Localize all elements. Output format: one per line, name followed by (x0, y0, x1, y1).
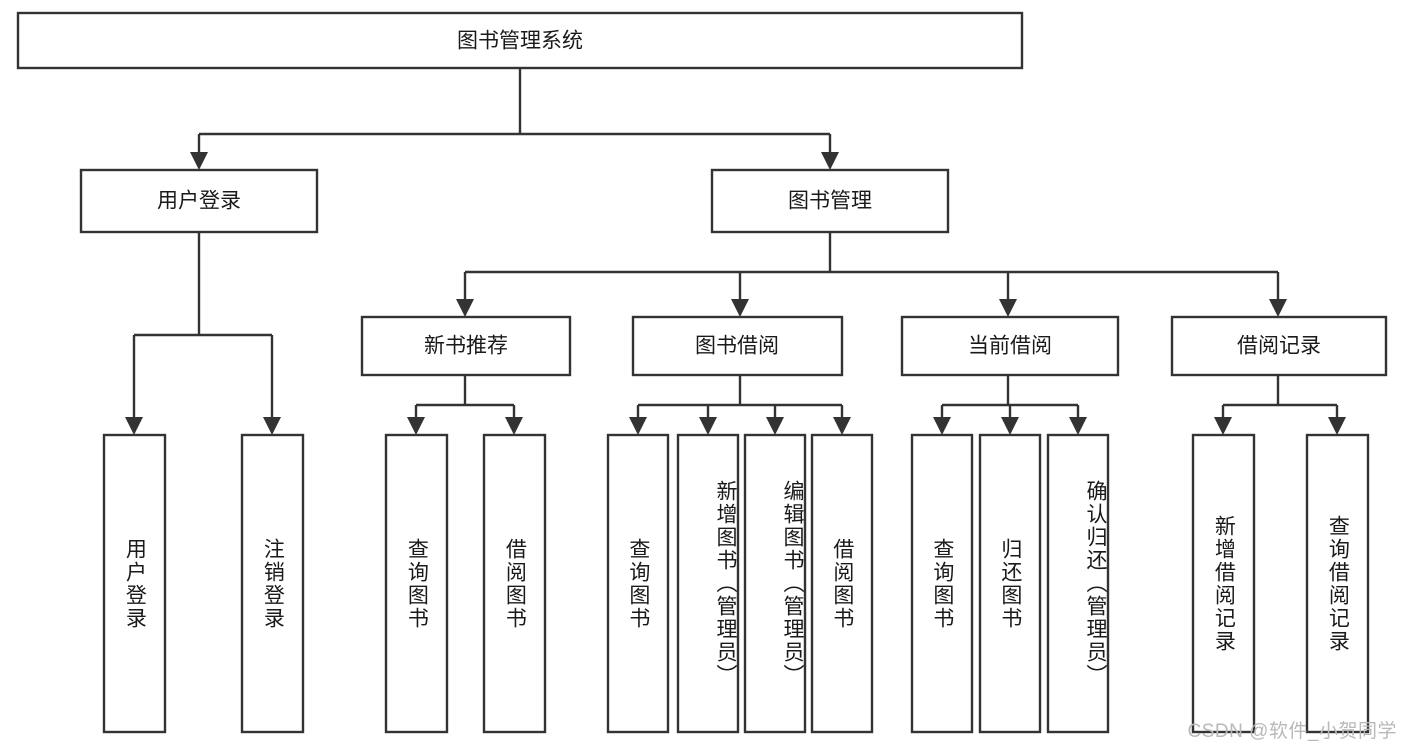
leaf-box-cb-return[interactable] (978, 433, 1042, 734)
node-current-borrow-box[interactable] (900, 315, 1120, 377)
node-book-manage[interactable]: 图书管理 (710, 168, 950, 234)
arrowhead-leaf-br-2 (1328, 417, 1346, 435)
node-borrow-records-box[interactable] (1170, 315, 1388, 377)
arrowhead-leaf-bb-4 (833, 417, 851, 435)
node-borrow-records[interactable]: 借阅记录 (1170, 315, 1388, 377)
leaf-box-cb-confirm[interactable] (1046, 433, 1110, 734)
node-book-borrow-box[interactable] (631, 315, 844, 377)
arrowhead-leaf-nb-1 (407, 417, 425, 435)
connectors-book-borrow-to-leaves (629, 375, 851, 435)
arrowhead-book-manage (821, 152, 839, 170)
arrowhead-leaf-nb-2 (505, 417, 523, 435)
arrowhead-book-borrow (731, 299, 749, 317)
connectors-new-book-to-leaves (407, 375, 523, 435)
node-root-box[interactable] (16, 11, 1024, 70)
arrowhead-new-book (456, 299, 474, 317)
node-current-borrow[interactable]: 当前借阅 (900, 315, 1120, 377)
leaf-box-bb-edit[interactable] (743, 433, 807, 734)
leaf-box-bb-query[interactable] (606, 433, 670, 734)
arrowhead-leaf-logout (263, 417, 281, 435)
node-book-borrow[interactable]: 图书借阅 (631, 315, 844, 377)
arrowhead-leaf-bb-1 (629, 417, 647, 435)
connectors-current-borrow-to-leaves (933, 375, 1087, 435)
arrowhead-leaf-cb-3 (1069, 417, 1087, 435)
connectors-book-manage-to-level3 (456, 232, 1287, 317)
node-borrow-records-label: 借阅记录 (1237, 335, 1321, 358)
node-user-login-box[interactable] (79, 168, 319, 234)
arrowhead-current-borrow (999, 299, 1017, 317)
arrowhead-user-login (190, 152, 208, 170)
arrowhead-leaf-bb-3 (766, 417, 784, 435)
node-book-manage-box[interactable] (710, 168, 950, 234)
node-user-login[interactable]: 用户登录 (79, 168, 319, 234)
leaf-box-br-query[interactable] (1305, 433, 1370, 734)
connectors-user-login-to-leaves (125, 232, 281, 435)
arrowhead-leaf-br-1 (1214, 417, 1232, 435)
leaf-box-nb-query[interactable] (384, 433, 449, 734)
leaf-boxes-current-borrow (910, 433, 1110, 734)
node-new-book-recommend-label: 新书推荐 (424, 335, 508, 358)
node-user-login-label: 用户登录 (157, 190, 241, 213)
leaf-box-bb-add[interactable] (676, 433, 740, 734)
connectors-borrow-records-to-leaves (1214, 375, 1346, 435)
node-root[interactable]: 图书管理系统 (16, 11, 1024, 70)
leaf-box-br-add[interactable] (1191, 433, 1256, 734)
leaf-boxes-new-book (384, 433, 547, 734)
arrowhead-leaf-user-login (125, 417, 143, 435)
leaf-box-nb-borrow[interactable] (482, 433, 547, 734)
arrowhead-borrow-records (1269, 299, 1287, 317)
leaf-box-bb-borrow[interactable] (810, 433, 874, 734)
connectors-root-to-level2 (190, 68, 839, 170)
node-new-book-recommend[interactable]: 新书推荐 (360, 315, 572, 377)
leaf-box-logout[interactable] (240, 433, 305, 734)
leaf-box-cb-query[interactable] (910, 433, 974, 734)
leaf-boxes-user-login (102, 433, 305, 734)
arrowhead-leaf-bb-2 (699, 417, 717, 435)
node-new-book-recommend-box[interactable] (360, 315, 572, 377)
node-root-label: 图书管理系统 (457, 30, 583, 53)
leaf-boxes-borrow-records (1191, 433, 1370, 734)
arrowhead-leaf-cb-2 (1001, 417, 1019, 435)
node-book-manage-label: 图书管理 (788, 190, 872, 213)
watermark-text: CSDN @软件_小贺同学 (1187, 721, 1397, 742)
node-current-borrow-label: 当前借阅 (968, 335, 1052, 358)
leaf-box-user-login[interactable] (102, 433, 167, 734)
arrowhead-leaf-cb-1 (933, 417, 951, 435)
leaf-boxes-book-borrow (606, 433, 874, 734)
node-book-borrow-label: 图书借阅 (695, 335, 779, 358)
